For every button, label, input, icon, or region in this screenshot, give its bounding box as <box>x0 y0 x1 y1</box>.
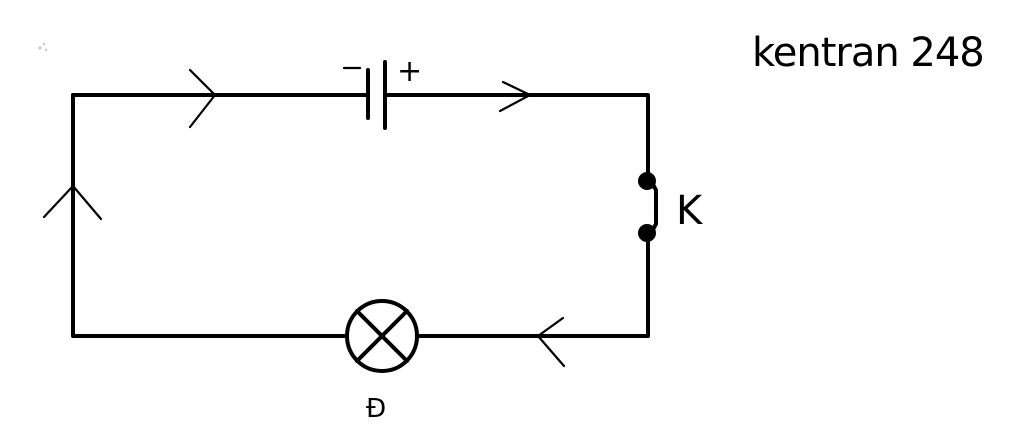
lamp-cross-b <box>355 309 409 363</box>
wire-bottom-left <box>71 93 348 338</box>
arrow-top-right <box>498 80 532 113</box>
speck-mark <box>38 42 48 52</box>
battery-positive-sign: + <box>397 54 422 89</box>
arrow-top-left <box>188 68 217 129</box>
current-arrows <box>42 68 566 368</box>
circuit-wires <box>71 93 650 338</box>
lamp-label: Đ <box>366 394 386 424</box>
watermark-text: kentran 248 <box>752 30 984 76</box>
switch: K <box>638 172 704 242</box>
arrow-left-up <box>42 184 103 221</box>
wire-right-lower <box>416 233 650 338</box>
arrow-bottom-left <box>536 316 566 368</box>
lamp: Đ <box>345 299 419 424</box>
switch-contact <box>649 179 658 235</box>
switch-label: K <box>676 188 704 234</box>
wire-top-right <box>383 93 650 178</box>
battery: + <box>342 54 422 130</box>
